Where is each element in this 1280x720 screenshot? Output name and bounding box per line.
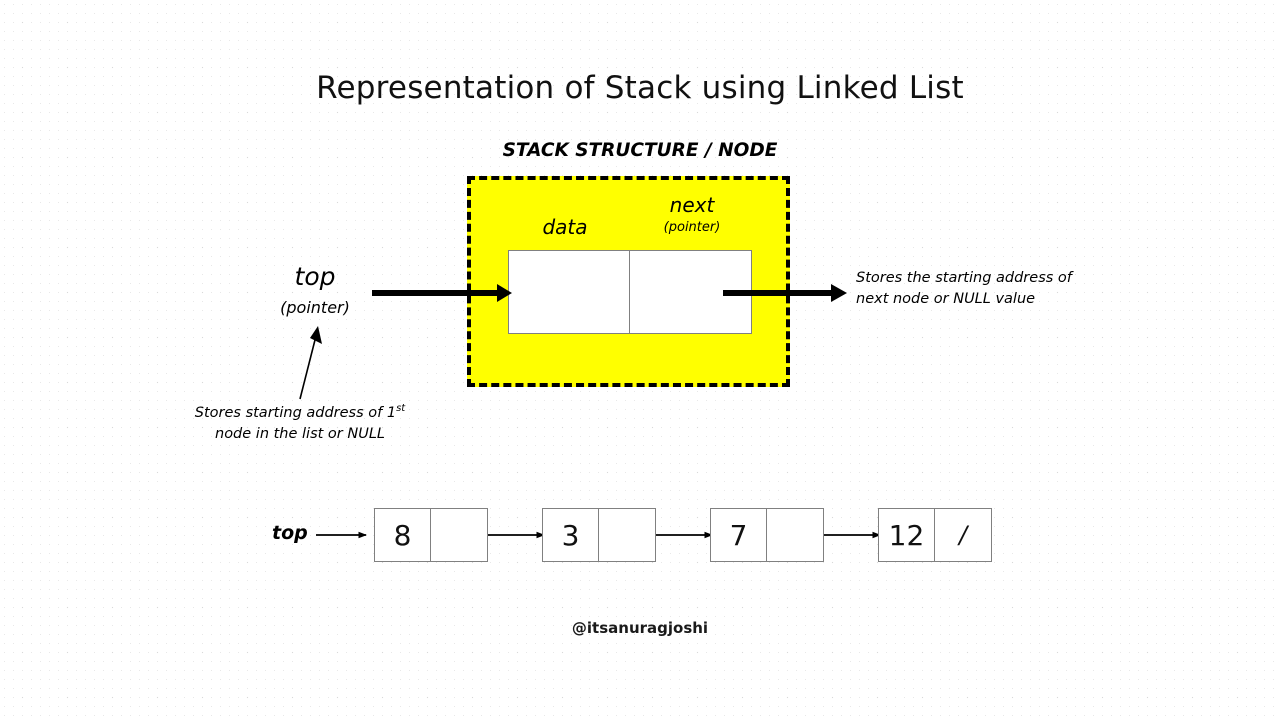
linked-list-top-label: top xyxy=(272,522,308,544)
list-node-3-data: 7 xyxy=(711,509,767,561)
page-title: Representation of Stack using Linked Lis… xyxy=(316,70,964,106)
list-node-2-data: 3 xyxy=(543,509,599,561)
list-node-4: 12 / xyxy=(878,508,992,562)
right-annotation: Stores the starting address of next node… xyxy=(856,268,1096,310)
next-field-label: next xyxy=(669,193,715,217)
next-field-sublabel: (pointer) xyxy=(663,220,721,235)
list-node-1-next xyxy=(431,509,487,561)
left-annotation-line1: Stores starting address of 1 xyxy=(194,404,397,421)
left-annotation-line2: node in the list or NULL xyxy=(215,425,385,442)
right-annotation-line2: next node or NULL value xyxy=(856,291,1036,308)
list-node-1-data: 8 xyxy=(375,509,431,561)
node-data-cell xyxy=(509,251,630,333)
section-subtitle: STACK STRUCTURE / NODE xyxy=(502,140,778,161)
list-node-2-next xyxy=(599,509,655,561)
left-annotation: Stores starting address of 1st node in t… xyxy=(182,402,418,445)
left-note-callout-arrow xyxy=(299,326,322,400)
list-node-4-data: 12 xyxy=(879,509,935,561)
node-cells-box xyxy=(508,250,752,334)
node-next-cell xyxy=(630,251,751,333)
top-pointer-label: top xyxy=(294,262,336,291)
top-pointer-sublabel: (pointer) xyxy=(280,298,350,317)
list-node-3-next xyxy=(767,509,823,561)
list-node-3: 7 xyxy=(710,508,824,562)
left-annotation-superscript: st xyxy=(396,403,406,414)
right-annotation-line1: Stores the starting address of xyxy=(856,270,1072,286)
list-node-1: 8 xyxy=(374,508,488,562)
data-field-label: data xyxy=(542,215,588,239)
list-node-2: 3 xyxy=(542,508,656,562)
list-node-4-next-null: / xyxy=(958,521,968,549)
author-watermark: @itsanuragjoshi xyxy=(571,619,709,637)
